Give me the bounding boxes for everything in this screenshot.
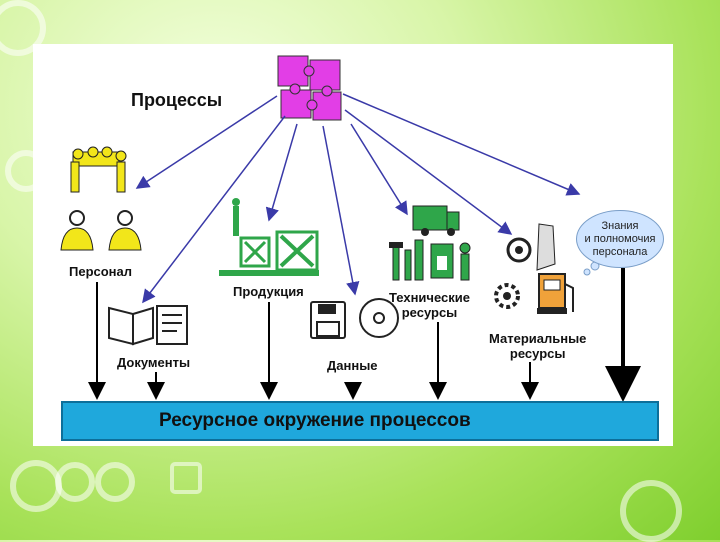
background-ring [55, 462, 95, 502]
diagram-graphics [60, 55, 641, 402]
tools-icon [389, 239, 471, 281]
background-ring [0, 0, 46, 56]
processes-title: Процессы [131, 90, 223, 110]
arrow-to-knowledge [342, 93, 581, 196]
label-technical-line2: ресурсы [401, 305, 458, 320]
resource-environment-label: Ресурсное окружение процессов [159, 410, 471, 431]
arrow-to-personnel [135, 95, 278, 189]
process-arrows [135, 93, 581, 304]
resource-arrows [88, 268, 641, 402]
arrow-to-documents [142, 115, 286, 304]
background-ring [10, 460, 62, 512]
label-material-line2: ресурсы [509, 346, 566, 361]
label-data: Данные [327, 358, 378, 373]
background-ring [620, 480, 682, 542]
puzzle-icon [277, 55, 342, 121]
person-icon [60, 210, 142, 251]
people-meeting-icon [70, 146, 127, 193]
truck-icon [412, 205, 460, 236]
gear-icon [494, 223, 556, 309]
label-technical: Технические ресурсы [389, 290, 470, 320]
arrow-to-data [322, 125, 360, 296]
fuel-pump-icon [537, 273, 574, 314]
background-ring [95, 462, 135, 502]
label-personnel: Персонал [69, 264, 133, 279]
label-products: Продукция [233, 284, 304, 299]
knowledge-bubble: Знания и полномочия персонала [576, 210, 664, 268]
documents-icon [108, 305, 188, 346]
floppy-disk-icon [310, 301, 346, 339]
arrow-to-technical [350, 123, 408, 216]
knowledge-line3: персонала [592, 245, 648, 258]
knowledge-line1: Знания [601, 219, 639, 232]
arrow-to-material [344, 109, 513, 235]
diagram-slide: Процессы Персонал Документы Продукция Да… [33, 44, 673, 446]
label-documents: Документы [117, 355, 191, 370]
product-box-icon [219, 198, 319, 276]
knowledge-line2: и полномочия [584, 232, 656, 245]
label-technical-line1: Технические [389, 290, 470, 305]
arrow-to-products [265, 123, 298, 222]
label-material-line1: Материальные [489, 331, 587, 346]
label-material: Материальные ресурсы [489, 331, 586, 361]
background-square [170, 462, 202, 494]
cd-icon [359, 298, 399, 338]
resource-environment-bar: Ресурсное окружение процессов [61, 401, 659, 441]
